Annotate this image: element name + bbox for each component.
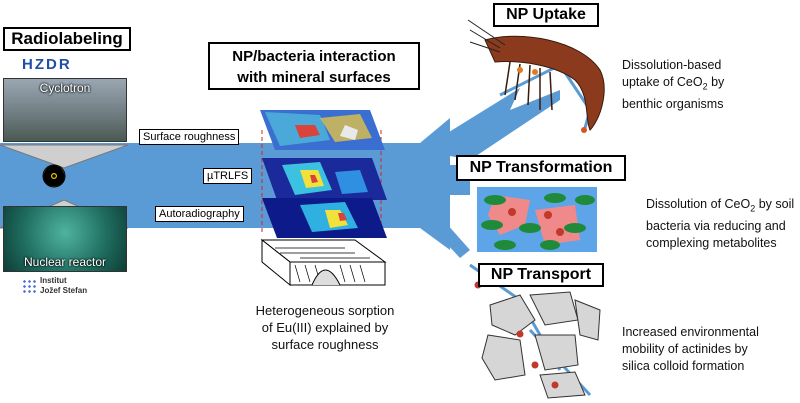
interaction-title: NP/bacteria interaction with mineral sur… [208, 42, 420, 90]
layer-label-surface-roughness: Surface roughness [139, 129, 240, 145]
layer-label-autoradiography: Autoradiography [155, 206, 244, 222]
layer-autoradiography [262, 198, 387, 238]
transport-desc-line1: Increased environmental [622, 325, 759, 339]
uptake-desc-line2: uptake of CeO2 by [622, 75, 725, 92]
radiation-hazard-icon [42, 164, 66, 188]
uptake-description: Dissolution-based uptake of CeO2 by bent… [622, 57, 724, 113]
radiolabeling-title: Radiolabeling [3, 27, 131, 51]
transport-particles [474, 281, 559, 389]
transport-desc-line2: mobility of actinides by [622, 342, 748, 356]
flow-branch-uptake [420, 88, 560, 160]
transformation-description: Dissolution of CeO2 by soil bacteria via… [646, 196, 794, 252]
transformation-desc-line2: bacteria via reducing and [646, 218, 786, 233]
flow-branch-transport [420, 205, 470, 258]
interaction-caption-line3: surface roughness [271, 337, 379, 352]
cyclotron-photo: Cyclotron [3, 78, 127, 142]
transport-description: Increased environmental mobility of acti… [622, 324, 759, 375]
layer-label-utrlfs: µTRLFS [203, 168, 253, 184]
layer-utrlfs [262, 158, 387, 200]
surface-block [260, 238, 387, 287]
uptake-title: NP Uptake [493, 3, 599, 27]
uptake-desc-line3: benthic organisms [622, 96, 724, 111]
reactor-photo: Nuclear reactor [3, 206, 127, 272]
layer-surface-roughness [260, 110, 385, 150]
cyclotron-label: Cyclotron [39, 81, 91, 95]
interaction-caption-line1: Heterogeneous sorption [255, 303, 395, 318]
hzdr-logo: HZDR [22, 56, 72, 73]
uptake-particle [581, 127, 587, 133]
funnel-top [0, 144, 129, 169]
transformation-desc-line1: Dissolution of CeO2 by soil [646, 197, 795, 214]
interaction-caption-line2: of Eu(III) explained by [261, 320, 389, 335]
ijs-logo-dots [22, 279, 36, 293]
transformation-illustration [477, 187, 597, 252]
ijs-logo: Institut Jožef Stefan [22, 276, 112, 298]
ijs-logo-line1: Institut [40, 276, 67, 285]
shrimp-illustration [467, 19, 605, 131]
uptake-desc-line1: Dissolution-based [622, 58, 722, 72]
interaction-caption: Heterogeneous sorption of Eu(III) explai… [230, 302, 420, 353]
reactor-label: Nuclear reactor [23, 255, 107, 269]
transformation-desc-line3: complexing metabolites [646, 235, 777, 250]
interaction-title-line1: NP/bacteria interaction [232, 48, 396, 65]
transport-title: NP Transport [478, 263, 604, 287]
transport-illustration [481, 291, 601, 399]
ijs-logo-line2: Jožef Stefan [40, 286, 88, 295]
interaction-title-line2: with mineral surfaces [237, 69, 391, 86]
transformation-title: NP Transformation [456, 155, 626, 181]
transport-desc-line3: silica colloid formation [622, 359, 745, 373]
